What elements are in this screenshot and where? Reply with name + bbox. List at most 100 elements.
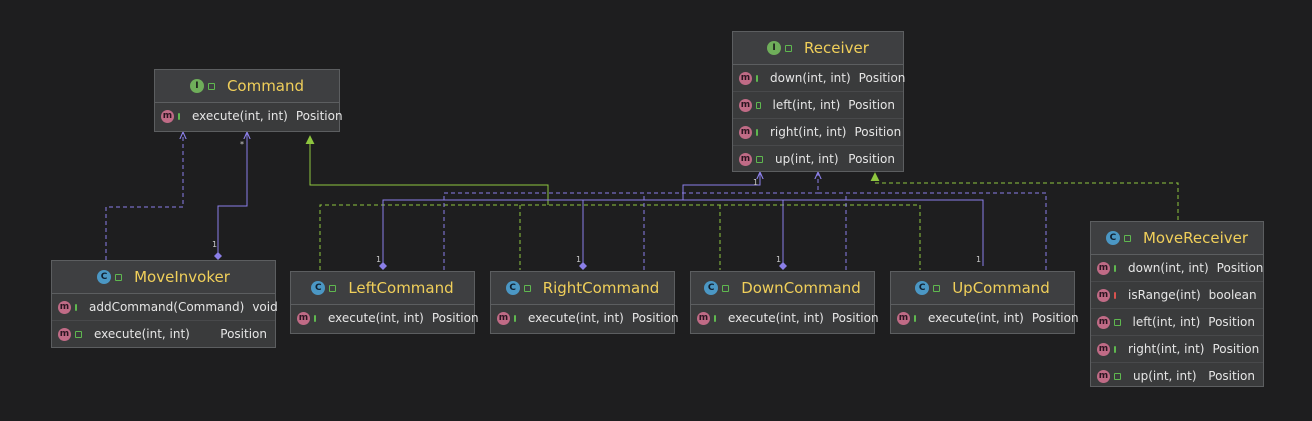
node-title: Receiver <box>804 39 869 57</box>
public-visibility-icon <box>314 314 316 322</box>
method-icon: m <box>739 71 752 85</box>
member-signature: right(int, int) <box>1128 342 1205 356</box>
public-visibility-icon <box>756 74 758 82</box>
multiplicity-invoker-one: 1 <box>212 240 218 249</box>
multiplicity-right-one: 1 <box>576 255 582 264</box>
member-row[interactable]: m up(int, int) Position <box>733 146 903 172</box>
member-signature: right(int, int) <box>770 125 847 139</box>
public-visibility-icon <box>178 112 180 120</box>
member-return-type: Position <box>1208 369 1255 383</box>
node-moveinvoker[interactable]: C MoveInvoker m addCommand(Command) void… <box>51 260 278 348</box>
multiplicity-command-many: * <box>240 140 244 149</box>
interface-icon: I <box>189 79 204 93</box>
member-return-type: boolean <box>1208 288 1257 302</box>
method-icon: m <box>297 311 310 325</box>
member-row[interactable]: m right(int, int) Position <box>733 119 903 146</box>
node-leftcommand[interactable]: C LeftCommand m execute(int, int) Positi… <box>290 271 479 334</box>
method-icon: m <box>739 152 752 166</box>
node-title: MoveReceiver <box>1142 229 1249 247</box>
node-rightcommand[interactable]: C RightCommand m execute(int, int) Posit… <box>490 271 679 334</box>
member-return-type: Position <box>848 98 895 112</box>
member-row[interactable]: m isRange(int) boolean <box>1091 282 1263 309</box>
node-title: Command <box>226 77 305 95</box>
member-signature: left(int, int) <box>772 98 841 112</box>
node-header: I Receiver <box>733 32 903 65</box>
class-icon: C <box>915 281 930 295</box>
public-visibility-icon <box>914 314 916 322</box>
member-row[interactable]: m execute(int, int) Position <box>491 305 679 331</box>
public-visibility-icon <box>75 303 77 311</box>
member-return-type: Position <box>295 109 343 123</box>
member-row[interactable]: m down(int, int) Position <box>733 65 906 92</box>
public-visibility-icon <box>1123 234 1131 242</box>
public-visibility-icon <box>329 284 337 292</box>
member-row[interactable]: m left(int, int) Position <box>733 92 903 119</box>
public-visibility-icon <box>714 314 716 322</box>
node-downcommand[interactable]: C DownCommand m execute(int, int) Positi… <box>690 271 879 334</box>
member-signature: execute(int, int) <box>728 311 824 325</box>
member-row[interactable]: m execute(int, int) Position <box>52 321 275 347</box>
node-movereceiver[interactable]: C MoveReceiver m down(int, int) Position… <box>1090 221 1264 387</box>
node-command[interactable]: I Command m execute(int, int) Position <box>154 69 343 132</box>
member-row[interactable]: m right(int, int) Position <box>1091 336 1263 363</box>
node-receiver[interactable]: I Receiver m down(int, int) Position m l… <box>732 31 906 172</box>
member-signature: execute(int, int) <box>928 311 1024 325</box>
public-visibility-icon <box>756 128 758 136</box>
member-row[interactable]: m up(int, int) Position <box>1091 363 1263 389</box>
node-header: I Command <box>155 70 339 103</box>
member-signature: up(int, int) <box>1133 369 1197 383</box>
method-icon: m <box>161 109 174 123</box>
public-visibility-icon <box>207 82 215 90</box>
method-icon: m <box>497 311 510 325</box>
member-signature: down(int, int) <box>770 71 851 85</box>
member-row[interactable]: m down(int, int) Position <box>1091 255 1263 282</box>
method-icon: m <box>58 327 71 341</box>
method-icon: m <box>1097 369 1110 383</box>
method-icon: m <box>1097 342 1110 356</box>
method-icon: m <box>1097 261 1110 275</box>
member-signature: execute(int, int) <box>528 311 624 325</box>
member-return-type: Position <box>831 311 879 325</box>
member-return-type: Position <box>858 71 906 85</box>
public-visibility-icon <box>756 155 763 163</box>
class-icon: C <box>505 281 520 295</box>
member-signature: isRange(int) <box>1128 288 1201 302</box>
member-row[interactable]: m execute(int, int) Position <box>291 305 479 331</box>
member-return-type: Position <box>220 327 267 341</box>
public-visibility-icon <box>756 101 761 109</box>
method-icon: m <box>897 311 910 325</box>
member-return-type: Position <box>848 152 895 166</box>
member-signature: execute(int, int) <box>192 109 288 123</box>
node-header: C UpCommand <box>891 272 1074 305</box>
node-title: UpCommand <box>952 279 1050 297</box>
multiplicity-down-one: 1 <box>776 255 782 264</box>
multiplicity-receiver-one: 1 <box>753 178 759 187</box>
member-signature: down(int, int) <box>1128 261 1209 275</box>
method-icon: m <box>697 311 710 325</box>
node-header: C MoveReceiver <box>1091 222 1263 255</box>
node-header: C LeftCommand <box>291 272 474 305</box>
member-row[interactable]: m left(int, int) Position <box>1091 309 1263 336</box>
public-visibility-icon <box>1114 264 1116 272</box>
public-visibility-icon <box>523 284 531 292</box>
class-icon: C <box>311 281 326 295</box>
public-visibility-icon <box>785 44 793 52</box>
member-signature: addCommand(Command) <box>89 300 245 314</box>
method-icon: m <box>1097 288 1110 302</box>
member-row[interactable]: m execute(int, int) Position <box>691 305 879 331</box>
member-return-type: Position <box>431 311 479 325</box>
member-row[interactable]: m execute(int, int) Position <box>891 305 1079 331</box>
public-visibility-icon <box>1114 372 1121 380</box>
node-upcommand[interactable]: C UpCommand m execute(int, int) Position <box>890 271 1079 334</box>
method-icon: m <box>1097 315 1110 329</box>
member-return-type: Position <box>1216 261 1264 275</box>
member-return-type: Position <box>1212 342 1260 356</box>
class-icon: C <box>1105 231 1120 245</box>
node-header: C RightCommand <box>491 272 674 305</box>
member-signature: up(int, int) <box>775 152 839 166</box>
member-signature: execute(int, int) <box>328 311 424 325</box>
member-signature: execute(int, int) <box>94 327 190 341</box>
member-row[interactable]: m addCommand(Command) void <box>52 294 278 321</box>
member-row[interactable]: m execute(int, int) Position <box>155 103 343 129</box>
